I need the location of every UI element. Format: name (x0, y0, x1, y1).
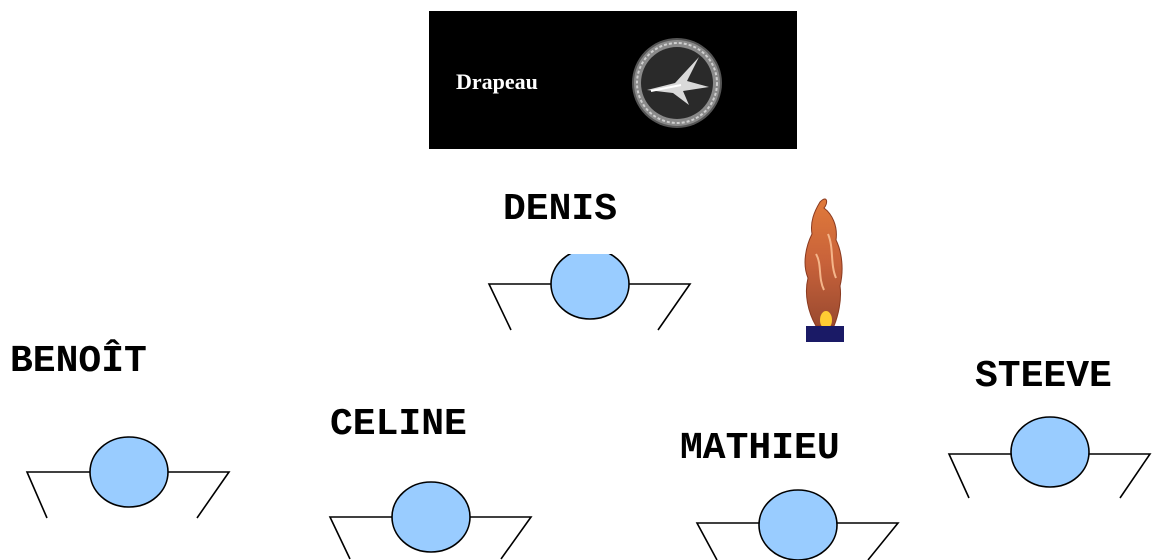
name-benoit: BENOÎT (10, 340, 147, 383)
person-seat-steeve (947, 416, 1152, 499)
head-benoit (89, 436, 169, 508)
person-seat-mathieu (695, 489, 900, 560)
drapeau-banner: Drapeau (429, 11, 797, 149)
name-denis: DENIS (503, 188, 618, 231)
name-mathieu: MATHIEU (680, 427, 840, 470)
name-celine: CELINE (330, 403, 467, 446)
person-seat-celine (328, 481, 533, 560)
seal-icon (632, 38, 722, 128)
head-celine (391, 481, 471, 553)
name-steeve: STEEVE (975, 355, 1112, 398)
head-denis (550, 254, 630, 320)
torch-icon (804, 198, 844, 342)
person-seat-benoit (25, 436, 231, 519)
banner-label: Drapeau (456, 69, 538, 94)
person-seat-denis (487, 254, 692, 331)
head-mathieu (758, 489, 838, 560)
head-steeve (1010, 416, 1090, 488)
